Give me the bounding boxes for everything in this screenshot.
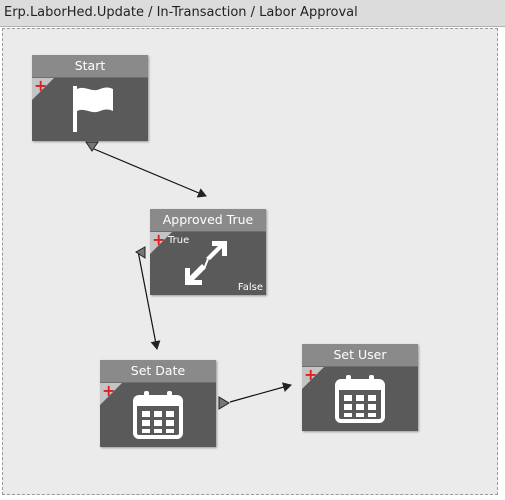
calendar-icon bbox=[133, 391, 183, 439]
connector-start-approved bbox=[93, 148, 207, 198]
add-icon[interactable]: + bbox=[152, 230, 166, 249]
connector-setdate-setuser bbox=[229, 382, 292, 403]
add-icon[interactable]: + bbox=[102, 381, 116, 400]
window-title: Erp.LaborHed.Update / In-Transaction / L… bbox=[4, 5, 358, 20]
resize-arrows-icon bbox=[185, 241, 227, 285]
node-title: Start bbox=[32, 55, 148, 78]
window-title-bar: Erp.LaborHed.Update / In-Transaction / L… bbox=[0, 0, 505, 27]
true-label: True bbox=[168, 235, 190, 246]
add-icon[interactable]: + bbox=[304, 365, 318, 384]
flag-icon bbox=[73, 86, 113, 132]
start-node[interactable]: Start + bbox=[32, 55, 148, 141]
calendar-icon bbox=[335, 375, 385, 423]
connector-approved-setdate bbox=[137, 250, 161, 350]
approved-true-port[interactable] bbox=[135, 246, 146, 259]
add-icon[interactable]: + bbox=[34, 76, 48, 95]
setdate-output-port[interactable] bbox=[218, 396, 230, 410]
node-title: Set Date bbox=[100, 360, 216, 383]
node-title: Set User bbox=[302, 344, 418, 367]
false-label: False bbox=[237, 282, 263, 293]
set-user-node[interactable]: Set User + bbox=[302, 344, 418, 431]
approved-true-node[interactable]: Approved True + True False bbox=[150, 209, 266, 295]
set-date-node[interactable]: Set Date + bbox=[100, 360, 216, 447]
start-output-port[interactable] bbox=[85, 141, 99, 152]
node-title: Approved True bbox=[150, 209, 266, 232]
